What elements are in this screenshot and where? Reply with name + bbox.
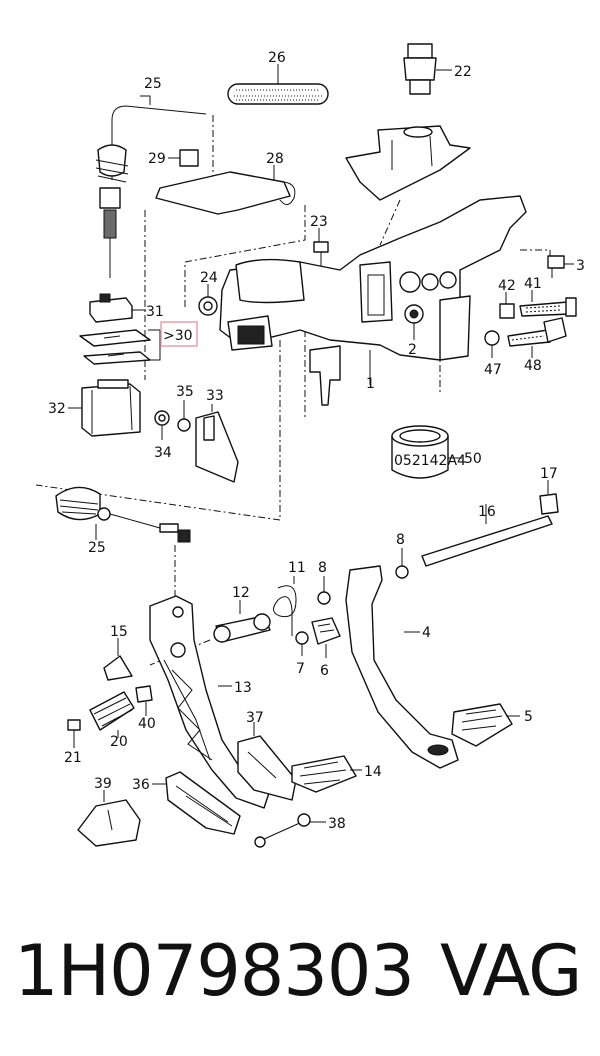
- part-15-switch-holder: [103, 638, 133, 681]
- callout-8-left: 8: [318, 560, 327, 576]
- callout-12: 12: [232, 585, 250, 601]
- part-25-clutch-cable-top: [95, 95, 207, 278]
- callout-42: 42: [498, 278, 516, 294]
- part-38-linkage-rod: [254, 813, 326, 848]
- callout-28: 28: [266, 151, 284, 167]
- callout-4: 4: [422, 625, 431, 641]
- part-32-module: [68, 379, 141, 437]
- callout-13: 13: [234, 680, 252, 696]
- callout-48: 48: [524, 358, 542, 374]
- part-20-brake-light-switch: [89, 691, 135, 738]
- part-8-bushing-left: [317, 576, 331, 605]
- callout-26: 26: [268, 50, 286, 66]
- part-17-clip: [539, 480, 559, 515]
- callout-25-bottom: 25: [88, 540, 106, 556]
- part-25-clutch-cable-bottom: [55, 486, 191, 543]
- callout-34: 34: [154, 445, 172, 461]
- exploded-parts-diagram: 052142A4: [35, 43, 585, 848]
- callout-36: 36: [132, 777, 150, 793]
- part-28-spring: [155, 165, 296, 215]
- part-47-washer: [484, 330, 500, 358]
- callout-41: 41: [524, 276, 542, 292]
- part-26-foam-sleeve: [227, 64, 329, 105]
- part-11-spring: [273, 576, 297, 636]
- callout-50: 50: [464, 451, 482, 467]
- part-30-plates: [79, 329, 161, 365]
- callout-1: 1: [366, 376, 375, 392]
- callout-14: 14: [364, 764, 382, 780]
- part-35-washer: [177, 400, 191, 432]
- callout-33: 33: [206, 388, 224, 404]
- callout-17: 17: [540, 466, 558, 482]
- part-33-bracket: [195, 404, 239, 483]
- callout-37: 37: [246, 710, 264, 726]
- part-8-bushing-right: [395, 548, 409, 579]
- part-29-clip: [168, 149, 199, 167]
- callout-6: 6: [320, 663, 329, 679]
- callout-35: 35: [176, 384, 194, 400]
- part-50-bushing: 052142A4: [391, 425, 466, 479]
- callout-15: 15: [110, 624, 128, 640]
- switch-bracket: [345, 125, 471, 201]
- callout-8-right: 8: [396, 532, 405, 548]
- callout-21: 21: [64, 750, 82, 766]
- part-39-footrest: [77, 790, 141, 847]
- callout-23: 23: [310, 214, 328, 230]
- callout-3: 3: [576, 258, 585, 274]
- part-40-clip: [135, 685, 153, 716]
- callout-16: 16: [478, 504, 496, 520]
- callout-30: >30: [163, 328, 193, 344]
- callout-47: 47: [484, 362, 502, 378]
- part-34-nut: [154, 410, 170, 440]
- part-7-washer: [295, 631, 309, 656]
- part-12-pivot: [213, 600, 271, 643]
- callout-31: 31: [146, 304, 164, 320]
- part-5-pedal-pad: [451, 703, 520, 747]
- callout-25-top: 25: [144, 76, 162, 92]
- callout-32: 32: [48, 401, 66, 417]
- callout-5: 5: [524, 709, 533, 725]
- part-21-connector: [67, 719, 81, 748]
- part-42-bushing: [499, 292, 515, 319]
- part-37-pedal-bracket: [237, 722, 297, 801]
- part-24-nut: [198, 284, 218, 316]
- callout-11: 11: [288, 560, 306, 576]
- part-36-cover: [152, 771, 241, 835]
- callout-39: 39: [94, 776, 112, 792]
- part-2-nut: [404, 304, 424, 340]
- part-41-stud: [519, 290, 577, 317]
- part-4-clutch-pedal: [345, 565, 459, 769]
- callout-labels: 1 2 3 4 5 6 7 8 8 11 12 13 14 15 16 17 2…: [48, 50, 585, 832]
- callout-24: 24: [200, 270, 218, 286]
- callout-38: 38: [328, 816, 346, 832]
- callout-30-highlight: [160, 321, 198, 347]
- part-16-pedal-shaft: [421, 504, 553, 567]
- part-number: 1H0798303: [14, 930, 415, 1012]
- part-6-bracket: [311, 617, 341, 658]
- callout-20: 20: [110, 734, 128, 750]
- part-3-screw: [547, 255, 574, 278]
- brand-name: VAG: [440, 930, 582, 1012]
- callout-40: 40: [138, 716, 156, 732]
- callout-2: 2: [408, 342, 417, 358]
- bushing-marking: 052142A4: [394, 453, 466, 469]
- callout-22: 22: [454, 64, 472, 80]
- callout-29: 29: [148, 151, 166, 167]
- part-14-pedal-pad: [291, 755, 362, 793]
- part-1-pedal-bracket: [219, 195, 527, 406]
- part-31-block: [89, 293, 146, 323]
- callout-7: 7: [296, 661, 305, 677]
- part-22-switch: [403, 43, 452, 95]
- part-48-adjuster: [507, 317, 567, 358]
